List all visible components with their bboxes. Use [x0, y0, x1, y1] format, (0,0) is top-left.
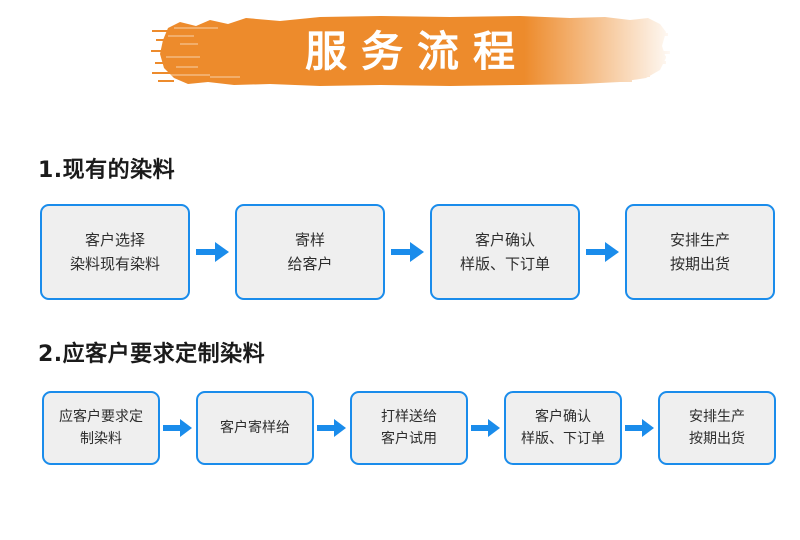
flow-step-line: 客户确认 — [535, 409, 591, 425]
flow-step-box: 客户确认 样版、下订单 — [504, 391, 622, 465]
flow-step-line: 样版、下订单 — [521, 431, 605, 447]
flow-step-box: 应客户要求定 制染料 — [42, 391, 160, 465]
arrow-right-icon — [190, 239, 235, 265]
flow-step-line: 安排生产 — [669, 231, 730, 249]
flow-step-line: 客户确认 — [474, 231, 535, 249]
flow-step-box: 客户选择 染料现有染料 — [40, 204, 190, 300]
brush-stroke-shape — [150, 6, 670, 96]
arrow-right-icon — [385, 239, 430, 265]
flow-step-box: 寄样 给客户 — [235, 204, 385, 300]
flow-step-box: 客户寄样给 — [196, 391, 314, 465]
arrow-right-icon — [160, 416, 196, 440]
flow-step-box: 安排生产 按期出货 — [658, 391, 776, 465]
flow-step-line: 按期出货 — [669, 255, 730, 273]
section-heading-2: 2.应客户要求定制染料 — [38, 342, 266, 367]
flow-step-line: 客户试用 — [381, 431, 437, 447]
title-banner: 服务流程 — [150, 6, 670, 96]
arrow-right-icon — [314, 416, 350, 440]
flow-row-custom-dyes: 应客户要求定 制染料 客户寄样给 打样送给 客户试用 客户确认 样版、下订单 安… — [42, 391, 776, 465]
flow-step-line: 给客户 — [287, 255, 333, 273]
flow-step-line: 染料现有染料 — [69, 255, 160, 273]
arrow-right-icon — [622, 416, 658, 440]
flow-step-box: 安排生产 按期出货 — [625, 204, 775, 300]
flow-step-line: 寄样 — [294, 231, 325, 249]
flow-row-existing-dyes: 客户选择 染料现有染料 寄样 给客户 客户确认 样版、下订单 安排生产 按期出货 — [40, 204, 775, 300]
flow-step-box: 打样送给 客户试用 — [350, 391, 468, 465]
flow-step-box: 客户确认 样版、下订单 — [430, 204, 580, 300]
flow-step-line: 应客户要求定 — [59, 409, 143, 425]
page-title: 服务流程 — [304, 27, 529, 76]
arrow-right-icon — [580, 239, 625, 265]
section-heading-1: 1.现有的染料 — [38, 158, 176, 183]
flow-step-line: 安排生产 — [689, 409, 745, 425]
flow-step-line: 样版、下订单 — [459, 255, 550, 273]
flow-step-line: 打样送给 — [381, 409, 437, 425]
flow-step-line: 按期出货 — [689, 431, 745, 447]
flow-step-line: 客户寄样给 — [220, 420, 290, 436]
flow-step-line: 客户选择 — [84, 231, 145, 249]
arrow-right-icon — [468, 416, 504, 440]
flow-step-line: 制染料 — [80, 431, 122, 447]
